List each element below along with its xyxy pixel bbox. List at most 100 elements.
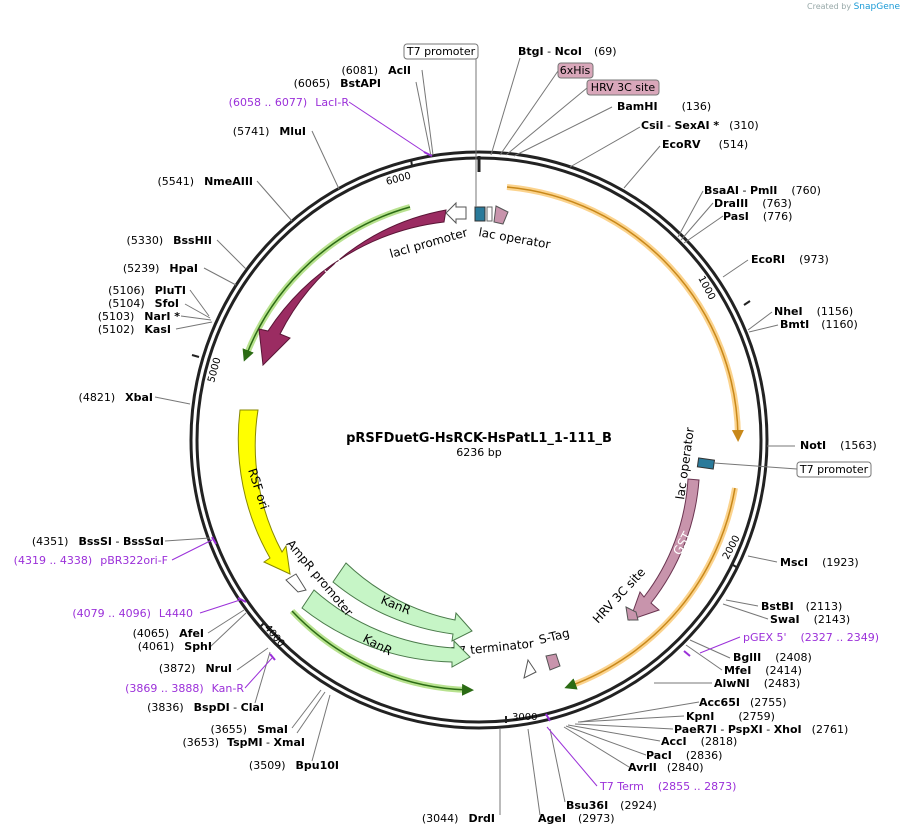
- map-text: (2483): [764, 677, 801, 690]
- map-text: (6065): [294, 77, 331, 90]
- site-label-BstBI: BstBI (2113): [761, 600, 842, 613]
- feature-label-GST: GST: [670, 529, 694, 558]
- map-text: BssSI: [78, 535, 112, 548]
- site-label-DrdI: (3044)DrdI: [422, 812, 495, 825]
- map-text: Bsu36I: [566, 799, 608, 812]
- feature-S-tag[interactable]: [545, 653, 561, 671]
- map-text: NmeAIII: [204, 175, 253, 188]
- map-text: BmtI: [780, 318, 809, 331]
- boxed-t7-promoter-right[interactable]: T7 promoter: [796, 461, 872, 478]
- site-label-MscI: MscI(1923): [780, 556, 859, 569]
- site-label-KpnI: KpnI(2759): [686, 710, 775, 723]
- backbone: [189, 150, 769, 730]
- boxed-hrv-3c-site[interactable]: HRV 3C site: [586, 79, 660, 96]
- site-label-PasI: PasI (776): [723, 210, 792, 223]
- map-text: (2924): [620, 799, 657, 812]
- map-text: AfeI: [179, 627, 204, 640]
- map-text: NheI: [774, 305, 803, 318]
- primer-label-L4440: (4079 .. 4096) L4440: [72, 607, 193, 620]
- primer-label-Kan-R: (3869 .. 3888)Kan-R: [125, 682, 244, 695]
- map-text: BspDI: [194, 701, 230, 714]
- map-text: 6xHis: [560, 64, 591, 77]
- map-text: AlwNI: [714, 677, 750, 690]
- feature-lacI-promoter[interactable]: [445, 201, 467, 225]
- site-label-Acc65I: Acc65I(2755): [699, 696, 787, 709]
- map-text: L4440: [159, 607, 193, 620]
- snapgene-logo: SnapGene: [853, 2, 900, 12]
- feature-KanR-2[interactable]: [301, 589, 471, 668]
- map-text: (776): [763, 210, 793, 223]
- site-label-DraIII: DraIII(763): [714, 197, 792, 210]
- map-text: NarI *: [144, 310, 180, 323]
- feature-lac-operator-right[interactable]: [696, 457, 716, 470]
- feature-hrv-inner[interactable]: [625, 606, 639, 621]
- feature-GST[interactable]: [629, 478, 700, 621]
- map-text: EcoRV: [662, 138, 701, 151]
- map-text: (5330): [127, 234, 164, 247]
- map-text: (2327 .. 2349): [801, 631, 880, 644]
- site-label-HpaI: (5239)HpaI: [123, 262, 198, 275]
- feature-lac-operator-top[interactable]: [474, 206, 486, 222]
- site-label-EcoRV: EcoRV(514): [662, 138, 748, 151]
- feature-lacI[interactable]: [258, 209, 447, 367]
- map-text: (2818): [701, 735, 738, 748]
- map-text: MfeI: [724, 664, 751, 677]
- map-text: (973): [799, 253, 829, 266]
- map-text: ClaI: [241, 701, 264, 714]
- map-text: (3655): [211, 723, 248, 736]
- site-label-NmeAIII: (5541) NmeAIII: [158, 175, 254, 188]
- map-text: (2836): [686, 749, 723, 762]
- boxed-t7-promoter-top[interactable]: T7 promoter: [403, 43, 479, 60]
- boxed-6xHis[interactable]: 6xHis: [557, 62, 594, 79]
- map-text: pBR322ori-F: [100, 554, 168, 567]
- map-text: (1923): [822, 556, 859, 569]
- site-label-AvrII: AvrII(2840): [628, 761, 703, 774]
- map-text: (2759): [738, 710, 775, 723]
- map-text: (3653): [182, 736, 219, 749]
- map-text: BstBI: [761, 600, 794, 613]
- map-text: MluI: [279, 125, 306, 138]
- map-text: -: [763, 723, 774, 736]
- map-text: -: [263, 736, 274, 749]
- feature-KanR-1[interactable]: [332, 562, 473, 642]
- map-text: PasI: [723, 210, 749, 223]
- map-text: PmlI: [750, 184, 777, 197]
- feature-label-lacI: lacI: [322, 255, 347, 280]
- map-text: (3509): [249, 759, 286, 772]
- feature-label-S-tag: S-Tag: [537, 626, 571, 647]
- map-text: (5102): [98, 323, 135, 336]
- map-text: (4065): [133, 627, 170, 640]
- map-text: EcoRI: [751, 253, 785, 266]
- map-text: (2408): [775, 651, 812, 664]
- map-text: (2840): [667, 761, 704, 774]
- map-text: BglII: [733, 651, 761, 664]
- map-text: (5541): [158, 175, 195, 188]
- feature-t7-terminator[interactable]: [523, 658, 537, 679]
- site-label-Bpu10I: (3509)Bpu10I: [249, 759, 339, 772]
- map-text: (2414): [765, 664, 802, 677]
- map-text: (4079 .. 4096): [72, 607, 151, 620]
- site-label-NruI: (3872)NruI: [159, 662, 232, 675]
- map-text: (6081): [342, 64, 379, 77]
- credit-prefix: Created by: [807, 2, 852, 11]
- site-label-AfeI: (4065) AfeI: [133, 627, 204, 640]
- map-text: AccI: [661, 735, 687, 748]
- map-text: (2761): [812, 723, 849, 736]
- snapgene-credit: Created by SnapGene: [807, 2, 900, 12]
- site-label-BsaAI: BsaAI - PmlI(760): [704, 184, 821, 197]
- map-text: LacI-R: [315, 96, 349, 109]
- map-text: PspXI: [728, 723, 763, 736]
- map-text: Acc65I: [699, 696, 740, 709]
- map-text: (69): [594, 45, 617, 58]
- feature-RSF-ori[interactable]: [237, 409, 291, 575]
- map-text: -: [230, 701, 241, 714]
- map-text: CsiI: [641, 119, 663, 132]
- site-label-AlwNI: AlwNI (2483): [714, 677, 800, 690]
- site-label-XbaI: (4821)XbaI: [79, 391, 153, 404]
- map-text: -: [544, 45, 555, 58]
- map-text: (2113): [806, 600, 843, 613]
- map-text: AgeI: [538, 812, 566, 825]
- site-label-BssSI: (4351)BssSI - BssSαI: [32, 535, 164, 548]
- feature-AmpR-promoter[interactable]: [285, 573, 307, 593]
- plasmid-length: 6236 bp: [456, 446, 501, 459]
